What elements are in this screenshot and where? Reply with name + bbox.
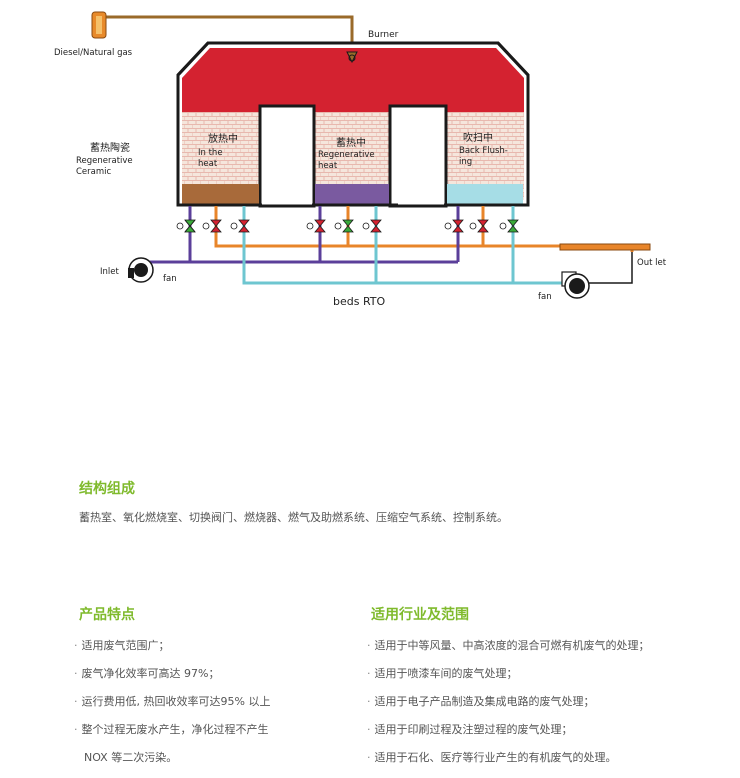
chamber3-label-en2: ing (459, 157, 472, 167)
applications-title: 适用行业及范围 (371, 607, 469, 623)
inlet-fan-icon (128, 257, 154, 283)
fuel-tank-icon (91, 11, 107, 39)
chamber3-label-cn: 吹扫中 (463, 131, 493, 144)
bed-2 (315, 184, 389, 204)
burner-icon (346, 51, 358, 64)
burner-label: Burner (368, 30, 399, 40)
list-item: ·适用于电子产品制造及集成电路的废气处理； (367, 695, 595, 708)
list-item: ·适用废气范围广； (74, 639, 170, 652)
outlet-label: Out let (637, 258, 667, 268)
features-title: 产品特点 (79, 607, 135, 623)
list-item-continuation: NOX 等二次污染。 (84, 751, 178, 764)
bed-3 (447, 184, 523, 204)
list-item: ·废气净化效率可高达 97%； (74, 667, 220, 680)
chamber1-label-en1: In the (198, 148, 223, 158)
outlet-fan-label: fan (538, 292, 552, 302)
chamber-gap-2 (388, 104, 448, 208)
inlet-pipe (146, 206, 460, 264)
structure-title: 结构组成 (79, 481, 135, 497)
inlet-fan-label: fan (163, 274, 177, 284)
inlet-label: Inlet (100, 267, 119, 277)
flame-zone (182, 48, 524, 112)
outlet-pipe (588, 252, 633, 284)
burner-fuel-pipe (103, 15, 354, 52)
chamber2-label-en1: Regenerative (318, 150, 375, 160)
diagram-caption: beds RTO (333, 295, 386, 308)
chamber3-label-en1: Back Flush- (459, 146, 508, 156)
structure-body: 蓄热室、氧化燃烧室、切换阀门、燃烧器、燃气及助燃系统、压缩空气系统、控制系统。 (79, 511, 508, 524)
ceramic-label-en2: Ceramic (76, 167, 112, 177)
fuel-label: Diesel/Natural gas (54, 48, 133, 58)
list-item: ·运行费用低, 热回收效率可达95% 以上 (74, 695, 271, 708)
features-list: ·适用废气范围广； ·废气净化效率可高达 97%； ·运行费用低, 热回收效率可… (74, 638, 270, 778)
rto-process-diagram: Burner Diesel/Natural gas 蓄热陶瓷 Regenerat… (54, 11, 667, 308)
ceramic-label-cn: 蓄热陶瓷 (90, 141, 130, 154)
ceramic-label-en1: Regenerative (76, 156, 133, 166)
list-item: ·适用于印刷过程及注塑过程的废气处理； (367, 723, 573, 736)
list-item: ·整个过程无废水产生，净化过程不产生 (74, 723, 269, 736)
valves (176, 219, 519, 233)
list-item: ·适用于喷漆车间的废气处理； (367, 667, 518, 680)
chamber1-label-en2: heat (198, 159, 218, 169)
outlet-fan-icon (561, 271, 590, 299)
list-item: ·适用于石化、医疗等行业产生的有机废气的处理。 (367, 751, 617, 764)
chamber2-label-en2: heat (318, 161, 338, 171)
bed-1 (182, 184, 259, 204)
list-item: ·适用于中等风量、中高浓度的混合可燃有机废气的处理； (367, 639, 650, 652)
chamber2-label-cn: 蓄热中 (336, 136, 366, 149)
chamber-gap-1 (258, 104, 316, 208)
applications-list: ·适用于中等风量、中高浓度的混合可燃有机废气的处理； ·适用于喷漆车间的废气处理… (367, 638, 650, 778)
chamber1-label-cn: 放热中 (208, 132, 238, 145)
